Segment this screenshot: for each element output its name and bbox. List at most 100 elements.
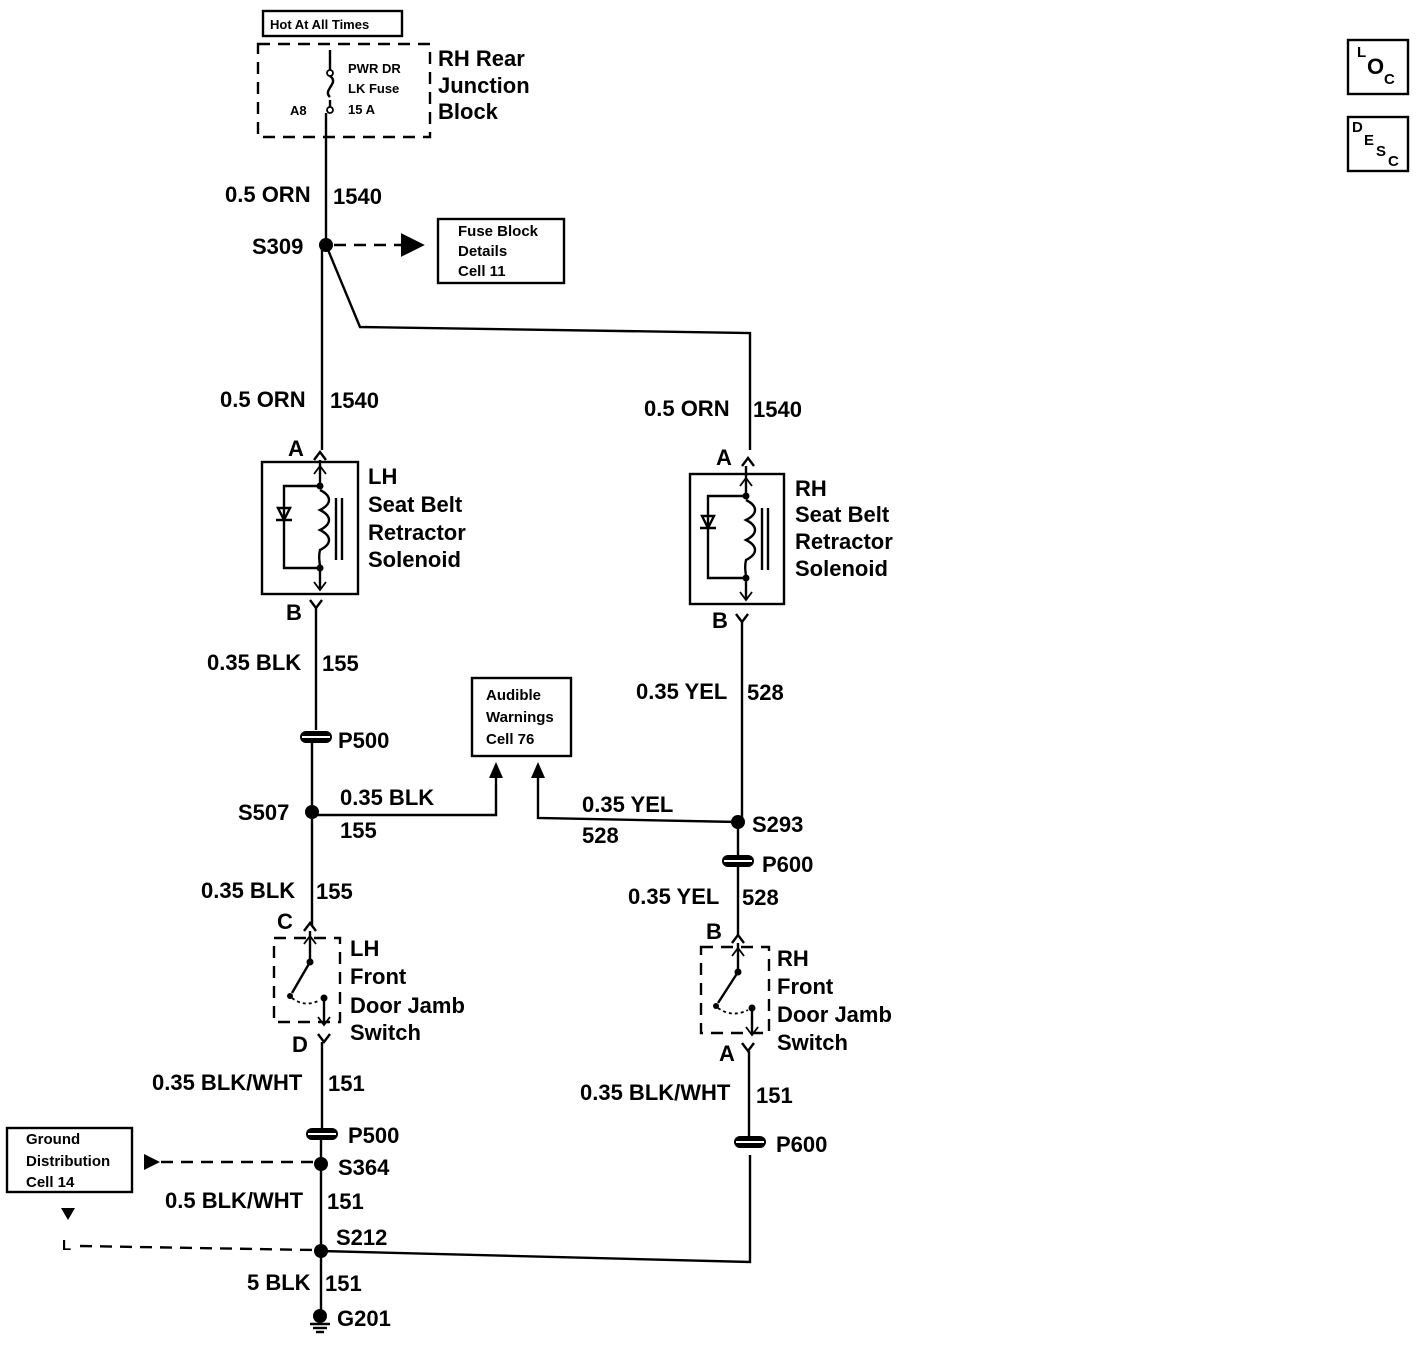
lh-solenoid-pin-a: A [288,436,304,461]
wire-528-upper-circuit-label: 528 [747,680,784,705]
ground-ref-line1: Ground [26,1131,80,1148]
loc-badge-char2: O [1367,54,1384,79]
wire-1540-rh-circuit-label: 1540 [753,397,802,422]
wire-528-to-audible [536,776,739,824]
wire-155-upper-circuit-label: 155 [322,651,359,676]
wire-151-ground-circuit-label: 151 [325,1271,362,1296]
wire-528-lower-size-label: 0.35 YEL [628,884,719,909]
ground-ref-line2: Distribution [26,1153,110,1170]
rh-solenoid-label-line4: Solenoid [795,556,888,581]
wire-155-lower-size-label: 0.35 BLK [201,878,295,903]
fuse-block-ref-line3: Cell 11 [458,263,506,280]
loc-badge-char1: L [1357,44,1366,61]
desc-badge-char3: S [1376,143,1386,160]
audible-warnings-ref: Audible Warnings Cell 76 [470,676,573,758]
wire-155-to-audible [312,776,498,817]
rh-switch-label-line1: RH [777,946,809,971]
lh-seat-belt-retractor-solenoid: A B LH Seat Belt Retractor Solenoid [260,436,466,625]
lh-solenoid-label-line2: Seat Belt [368,492,463,517]
wire-151-rh-size-label: 0.35 BLK/WHT [580,1080,731,1105]
wire-528-branch-circuit-label: 528 [582,823,619,848]
hot-at-all-times-box: Hot At All Times [261,9,404,38]
loc-badge[interactable]: L O C [1346,38,1410,96]
wire-1540-circuit-label: 1540 [333,184,382,209]
wire-528-lower-circuit-label: 528 [742,885,779,910]
rh-solenoid-label-line3: Retractor [795,529,893,554]
lh-switch-label-line2: Front [350,964,407,989]
arrow-to-audible-rh [531,762,545,778]
wire-528-upper-size-label: 0.35 YEL [636,679,727,704]
rh-switch-label-line4: Switch [777,1030,848,1055]
ground-ref-line3: Cell 14 [26,1174,75,1191]
wire-155-lower-circuit-label: 155 [316,879,353,904]
lh-solenoid-pin-b: B [286,600,302,625]
splice-s364 [314,1157,328,1171]
junction-block-label-line1: RH Rear [438,46,525,71]
splice-s507 [305,805,319,819]
pwr-dr-lk-fuse: PWR DR LK Fuse 15 A A8 [290,50,401,118]
wire-1540-rh-size-label: 0.5 ORN [644,396,730,421]
rh-solenoid-label-line1: RH [795,476,827,501]
lh-front-door-jamb-switch: C D LH Front Door Jamb Switch [272,909,465,1057]
arrow-to-audible-lh [489,762,503,778]
lh-switch-label-line3: Door Jamb [350,993,465,1018]
offpage-l-line [79,1244,314,1252]
splice-s507-label: S507 [238,800,289,825]
fuse-block-ref-line1: Fuse Block [458,223,539,240]
connector-p600-lower: P600 [734,1132,827,1157]
connector-p600-lower-label: P600 [776,1132,827,1157]
offpage-l-arrow [61,1208,75,1220]
rh-seat-belt-retractor-solenoid: A B RH Seat Belt Retractor Solenoid [688,445,893,633]
wire-151-mid-circuit-label: 151 [327,1189,364,1214]
rh-switch-pin-a: A [719,1041,735,1066]
wire-155-branch-size-label: 0.35 BLK [340,785,434,810]
rh-solenoid-pin-a: A [716,445,732,470]
wire-151-rh-circuit-label: 151 [756,1083,793,1108]
lh-switch-label-line4: Switch [350,1020,421,1045]
fuse-block-ref-line2: Details [458,243,507,260]
connector-p500-lower: P500 [306,1123,399,1148]
wire-1540-rh-branch [324,244,752,450]
lh-solenoid-label-line4: Solenoid [368,547,461,572]
audible-ref-line1: Audible [486,687,541,704]
ground-distribution-ref: Ground Distribution Cell 14 [5,1126,134,1194]
lh-switch-label-line1: LH [350,936,379,961]
rh-switch-pin-b: B [706,919,722,944]
desc-badge[interactable]: D E S C [1346,115,1410,173]
splice-s309-label: S309 [252,234,303,259]
wire-1540-lh-size-label: 0.5 ORN [220,387,306,412]
wire-155-branch-circuit-label: 155 [340,818,377,843]
splice-s364-label: S364 [338,1155,390,1180]
ground-ref-arrow [144,1154,160,1170]
rh-solenoid-pin-b: B [712,608,728,633]
fuse-label-line1: PWR DR [348,61,401,76]
fuse-cavity-label: A8 [290,103,307,118]
rh-front-door-jamb-switch: B A RH Front Door Jamb Switch [699,919,892,1066]
audible-ref-line2: Warnings [486,709,554,726]
rh-switch-label-line2: Front [777,974,834,999]
connector-p500-lower-label: P500 [348,1123,399,1148]
connector-p600-upper: P600 [722,852,813,877]
lh-switch-pin-d: D [292,1032,308,1057]
rh-solenoid-label-line2: Seat Belt [795,502,890,527]
wire-1540-lh-circuit-label: 1540 [330,388,379,413]
fuse-label-line2: LK Fuse [348,81,399,96]
desc-badge-char2: E [1364,132,1374,149]
wire-151-lh-upper-size-label: 0.35 BLK/WHT [152,1070,303,1095]
wire-151-rh-return [320,1155,752,1264]
splice-s293-label: S293 [752,812,803,837]
splice-s212-label: S212 [336,1225,387,1250]
fuse-label-line3: 15 A [348,102,376,117]
rh-rear-junction-block: RH Rear Junction Block [256,42,530,139]
loc-badge-char3: C [1384,71,1395,88]
ground-g201: G201 [310,1306,391,1334]
wire-151-lh-upper-circuit-label: 151 [328,1071,365,1096]
connector-p500-upper: P500 [300,728,389,753]
ground-g201-label: G201 [337,1306,391,1331]
connector-p600-upper-label: P600 [762,852,813,877]
desc-badge-char1: D [1352,119,1363,136]
wire-528-branch-size-label: 0.35 YEL [582,792,673,817]
wire-1540-size-label: 0.5 ORN [225,182,311,207]
wire-151-ground-size-label: 5 BLK [247,1270,311,1295]
